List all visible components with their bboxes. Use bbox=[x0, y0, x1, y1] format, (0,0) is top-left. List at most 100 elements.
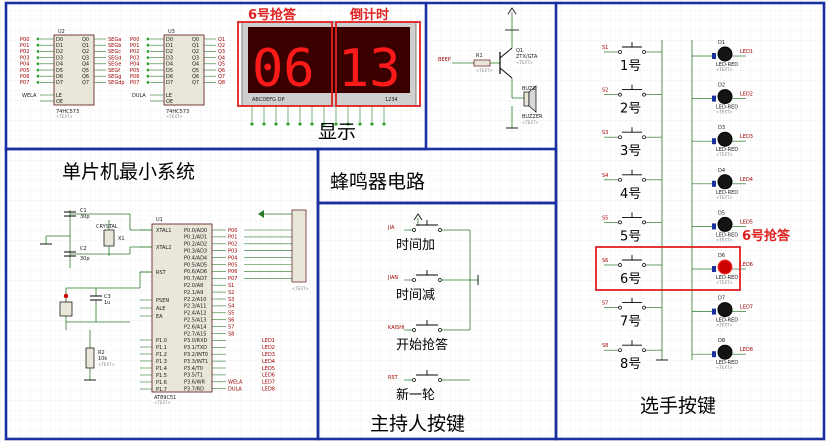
mcu-net-right: S7 bbox=[228, 324, 234, 330]
led-pin-marker bbox=[712, 308, 716, 315]
player-key-net: S6 bbox=[602, 258, 608, 264]
player-key-label: 8号 bbox=[620, 357, 641, 372]
host-key-net: JIAN bbox=[387, 275, 398, 281]
c1-name: C1 bbox=[80, 208, 87, 214]
led-text: <TEXT> bbox=[716, 110, 733, 115]
led-indicator bbox=[717, 131, 733, 147]
mcu-pin-right: P2.3/A11 bbox=[184, 304, 206, 310]
led-pin-marker bbox=[712, 351, 716, 358]
led-name: D3 bbox=[718, 125, 725, 131]
latch-out-net: Q8 bbox=[218, 80, 225, 86]
mcu-pin-right: P2.6/A14 bbox=[184, 324, 206, 330]
led-pin-marker bbox=[712, 53, 716, 59]
player-key-net: S2 bbox=[602, 88, 608, 94]
host-key-net: KAISHI bbox=[388, 325, 405, 331]
mcu-net-right: P03 bbox=[228, 249, 237, 255]
reset-button bbox=[59, 301, 73, 317]
host-key-label: 开始抢答 bbox=[396, 337, 448, 353]
mcu-net-right: S2 bbox=[228, 290, 234, 296]
led-name: D5 bbox=[718, 210, 725, 216]
mcu-net-right: P00 bbox=[228, 228, 237, 234]
section-borders bbox=[4, 1, 826, 441]
mcu-pin-right: P0.2/AD2 bbox=[184, 242, 207, 248]
latch-in-net: P03 bbox=[130, 55, 139, 61]
host-title: 主持人按键 bbox=[370, 413, 465, 435]
seg-pin-dot bbox=[382, 122, 386, 126]
latch-u2-text: <TEXT> bbox=[56, 114, 73, 119]
latch-in-net: P04 bbox=[20, 62, 29, 68]
host-key-net: JIA bbox=[387, 225, 395, 231]
latch-pin-right: Q3 bbox=[82, 55, 89, 61]
seg-pins-right: 1234 bbox=[385, 97, 398, 103]
r2-val: 10k bbox=[98, 356, 107, 362]
mcu-pin-left: P1.2 bbox=[156, 352, 167, 358]
led-text: <TEXT> bbox=[716, 195, 733, 200]
seg-pin-dot bbox=[370, 122, 374, 126]
latch-out-net: Q3 bbox=[218, 49, 225, 55]
led-indicator bbox=[717, 89, 733, 105]
latch-pin-right: Q6 bbox=[82, 74, 89, 80]
mcu-net-right: P07 bbox=[228, 276, 237, 282]
mcu-section: 单片机最小系统 U1 AT89C51 <TEXT> XTAL1XTAL2RSTP… bbox=[40, 161, 309, 405]
highlight-player-box bbox=[237, 21, 333, 107]
player-key-net: S4 bbox=[602, 173, 608, 179]
latch-in-net: P00 bbox=[130, 37, 139, 43]
latch-pin-left: D0 bbox=[56, 37, 63, 43]
latch-out-net: Q6 bbox=[218, 68, 225, 74]
latch-in-net: P07 bbox=[130, 80, 139, 86]
mcu-pin-right: P3.2/INT0 bbox=[184, 352, 208, 358]
latch-out-net: SEGa bbox=[108, 37, 121, 43]
host-key-label: 新一轮 bbox=[396, 387, 435, 403]
latch-in-dot bbox=[146, 68, 150, 72]
latch-in-net: P06 bbox=[130, 74, 139, 80]
mcu-pin-right: P3.4/T0 bbox=[184, 366, 203, 372]
latch-u2-part: 74HC573 bbox=[56, 109, 79, 115]
latch-pin-right: Q3 bbox=[192, 55, 199, 61]
led-indicator bbox=[717, 259, 733, 275]
latch-pin-right: Q7 bbox=[82, 80, 89, 86]
seg-pin-dot bbox=[250, 122, 254, 126]
mcu-pin-right: P0.7/AD7 bbox=[184, 276, 207, 282]
x1-label: X1 bbox=[118, 236, 125, 242]
mcu-net-led: LED5 bbox=[262, 366, 275, 372]
latch-u3-le-net: DULA bbox=[132, 93, 146, 99]
mcu-pin-left: P1.3 bbox=[156, 359, 167, 365]
latch-out-net: Q1 bbox=[218, 37, 225, 43]
latch-in-dot bbox=[146, 74, 150, 78]
latch-in-dot bbox=[36, 74, 40, 78]
player-key-net: S7 bbox=[602, 301, 608, 307]
highlight-countdown-box bbox=[335, 21, 421, 107]
latch-out-net: SEGf bbox=[108, 68, 120, 74]
latch-u3-part: 74HC573 bbox=[166, 109, 189, 115]
latch-out-net: SEGe bbox=[108, 62, 121, 68]
reset-indicator bbox=[63, 293, 69, 299]
latch-in-dot bbox=[36, 37, 40, 41]
led-net: LED3 bbox=[740, 134, 753, 140]
mcu-chip-body bbox=[151, 223, 213, 393]
mcu-pin-left: XTAL1 bbox=[156, 228, 171, 234]
latch-in-dot bbox=[146, 37, 150, 41]
led-part: LED-RED bbox=[716, 360, 738, 366]
mcu-pin-right: P3.3/INT1 bbox=[184, 359, 208, 365]
c3-val: 1u bbox=[104, 300, 110, 306]
led-indicator bbox=[717, 302, 733, 318]
led-text: <TEXT> bbox=[716, 237, 733, 242]
latch-u2-name: U2 bbox=[58, 29, 65, 35]
latch-pin-right: Q5 bbox=[82, 68, 89, 74]
latch-pin-right: Q7 bbox=[192, 80, 199, 86]
led-text: <TEXT> bbox=[716, 152, 733, 157]
latch-u3-body bbox=[163, 34, 205, 106]
latch-out-net: SEGg bbox=[108, 74, 121, 80]
latch-pin-left: D0 bbox=[166, 37, 173, 43]
mcu-pin-left: PSEN bbox=[156, 298, 169, 304]
latch-u3-le: LE bbox=[166, 93, 172, 99]
mcu-part: AT89C51 bbox=[154, 395, 176, 401]
led-part: LED-RED bbox=[716, 190, 738, 196]
buzzer-body bbox=[523, 91, 530, 107]
crystal-body bbox=[103, 229, 115, 247]
mcu-pin-right: P2.5/A13 bbox=[184, 318, 206, 324]
player-key-label: 7号 bbox=[620, 315, 641, 330]
